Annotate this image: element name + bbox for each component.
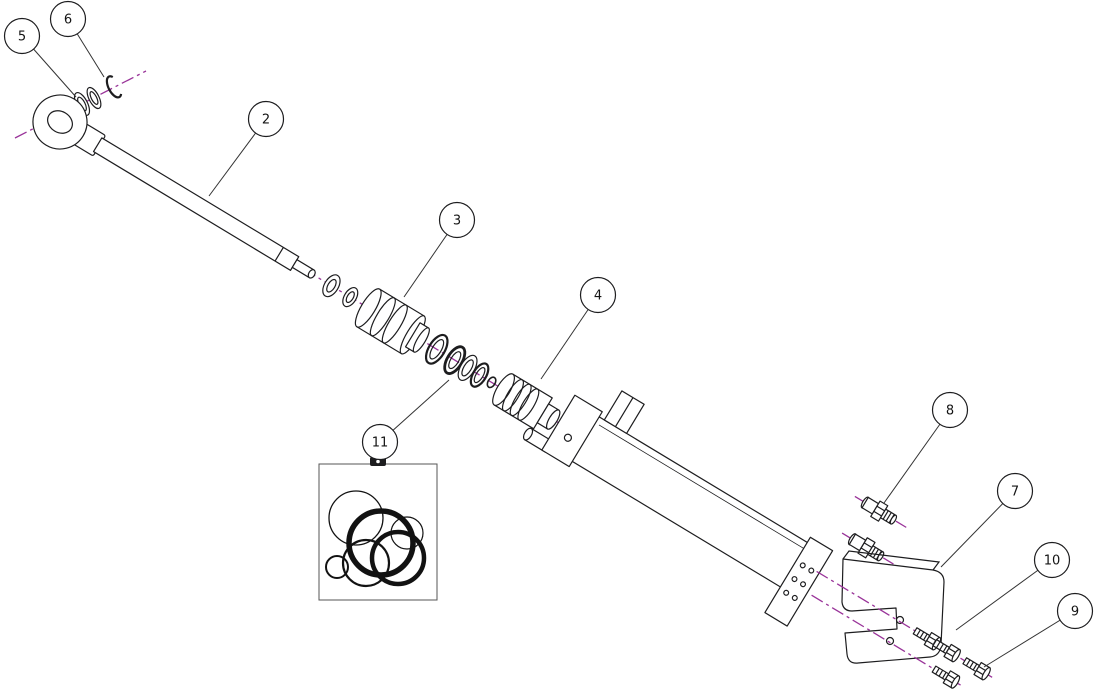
callout-9: 9 bbox=[983, 592, 1094, 668]
callout-10: 10 bbox=[955, 541, 1071, 631]
seal-kit-box bbox=[318, 463, 438, 601]
callout-11: 11 bbox=[361, 379, 450, 461]
spacer-ring-b bbox=[342, 286, 359, 308]
fastener-layer bbox=[811, 570, 993, 690]
piston-seal-rings bbox=[424, 333, 490, 388]
callout-5-balloon bbox=[3, 17, 41, 55]
callouts: 2 3 4 5 6 7 8 bbox=[3, 0, 1094, 668]
callout-6-number: 6 bbox=[64, 13, 72, 28]
gland bbox=[492, 373, 561, 430]
callout-7: 7 bbox=[940, 472, 1034, 568]
head-cap bbox=[541, 394, 603, 468]
small-o-ring bbox=[486, 376, 497, 389]
callout-4-number: 4 bbox=[594, 289, 602, 304]
callout-5: 5 bbox=[3, 17, 77, 98]
callout-10-balloon bbox=[1033, 541, 1071, 579]
callout-4-balloon bbox=[579, 276, 617, 314]
cylinder-barrel bbox=[522, 390, 826, 599]
callout-6-balloon bbox=[49, 0, 87, 38]
callout-9-balloon bbox=[1056, 592, 1094, 630]
callout-2-balloon bbox=[247, 100, 285, 138]
piston-rod bbox=[32, 94, 316, 279]
mounting-plate bbox=[764, 536, 834, 627]
seal-kit-ring bbox=[369, 529, 427, 587]
callout-10-leader bbox=[955, 559, 1053, 631]
bolt-3 bbox=[960, 654, 993, 682]
callout-3-number: 3 bbox=[453, 214, 461, 229]
callout-3: 3 bbox=[403, 201, 476, 298]
callout-4: 4 bbox=[540, 276, 617, 380]
callout-11-number: 11 bbox=[372, 436, 389, 451]
callout-6: 6 bbox=[49, 0, 105, 78]
bolt-centerline-upper bbox=[816, 570, 993, 678]
seal-kit-ring bbox=[341, 538, 391, 588]
seal-kit-ring bbox=[325, 555, 349, 579]
seal-kit-ring bbox=[390, 516, 424, 550]
piston bbox=[354, 288, 430, 355]
seal-kit-ring bbox=[328, 490, 384, 546]
snap-ring bbox=[105, 75, 123, 99]
callout-5-number: 5 bbox=[18, 30, 26, 45]
callout-8: 8 bbox=[883, 391, 969, 504]
callout-8-number: 8 bbox=[946, 404, 954, 419]
callout-7-number: 7 bbox=[1011, 485, 1019, 500]
seal-kit bbox=[318, 457, 438, 601]
spacer-ring-a bbox=[322, 274, 341, 298]
callout-9-number: 9 bbox=[1071, 605, 1079, 620]
callout-2: 2 bbox=[208, 100, 285, 197]
bolt-4 bbox=[929, 662, 962, 690]
callout-11-balloon bbox=[361, 423, 399, 461]
callout-7-balloon bbox=[996, 472, 1034, 510]
main-axis-assembly bbox=[32, 94, 907, 627]
callout-8-leader bbox=[883, 409, 951, 504]
pin-bushing-inner bbox=[86, 86, 102, 110]
callout-10-number: 10 bbox=[1044, 554, 1061, 569]
hydraulic-fitting-upper bbox=[857, 492, 901, 529]
callout-3-balloon bbox=[438, 201, 476, 239]
callout-8-balloon bbox=[931, 391, 969, 429]
callout-2-number: 2 bbox=[262, 113, 270, 128]
